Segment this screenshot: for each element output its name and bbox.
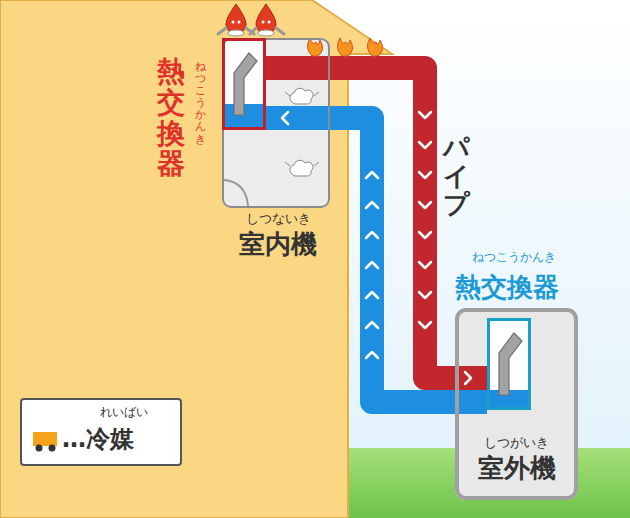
indoor-unit-flap <box>224 180 248 206</box>
indoor-unit: しつないき室内機ねつこうかんき熱交換器 <box>222 38 330 208</box>
heat-exchanger-fill <box>487 318 531 410</box>
part-reading: ねつこうかんき <box>472 251 556 265</box>
flow-chevron <box>366 292 378 298</box>
flow-chevron <box>419 142 431 148</box>
unit-name: 室外機 <box>459 454 574 484</box>
heat-exchanger: ねつこうかんき熱交換器 <box>487 318 531 410</box>
flow-chevron <box>419 292 431 298</box>
coil-shape <box>234 53 257 115</box>
flow-chevron <box>366 352 378 358</box>
flame-icon <box>307 38 382 56</box>
flow-chevron <box>419 112 431 118</box>
coil-shape <box>499 333 522 395</box>
pipe-label: パイプ <box>443 133 469 219</box>
heat-exchanger: ねつこうかんき熱交換器 <box>222 38 266 130</box>
ground <box>340 448 630 518</box>
refrigerant-pipe <box>266 118 487 402</box>
flow-chevron <box>366 262 378 268</box>
flow-chevron <box>419 322 431 328</box>
flow-chevron <box>419 262 431 268</box>
outdoor-unit: しつがいき室外機 ねつこうかんき熱交換器 <box>455 308 578 500</box>
unit-reading: しつないき <box>224 212 332 227</box>
coil-shape <box>490 321 528 407</box>
unit-name: 室内機 <box>224 230 332 260</box>
flow-chevron <box>366 232 378 238</box>
heat-droplet <box>218 4 254 36</box>
flow-chevron <box>366 202 378 208</box>
legend-box: れいばい …冷媒 <box>20 398 182 466</box>
part-name: 熱交換器 <box>455 273 559 303</box>
flow-chevron <box>419 202 431 208</box>
part-reading: ねつこうかんき <box>195 61 206 146</box>
legend-reading: れいばい <box>100 406 148 420</box>
arrow-head <box>465 372 471 384</box>
coil-shape <box>225 41 263 127</box>
legend-text: …冷媒 <box>62 426 134 454</box>
cool-cloud <box>285 88 319 176</box>
unit-reading: しつがいき <box>459 436 574 451</box>
flow-chevron <box>419 232 431 238</box>
coolant-swatch <box>32 430 60 454</box>
heat-droplet <box>250 4 284 36</box>
heat-exchanger-fill <box>222 38 266 130</box>
flow-chevron <box>366 172 378 178</box>
flow-chevron <box>419 172 431 178</box>
arrow-head <box>282 112 288 124</box>
flow-chevron <box>366 322 378 328</box>
part-name: 熱交換器 <box>157 57 185 180</box>
